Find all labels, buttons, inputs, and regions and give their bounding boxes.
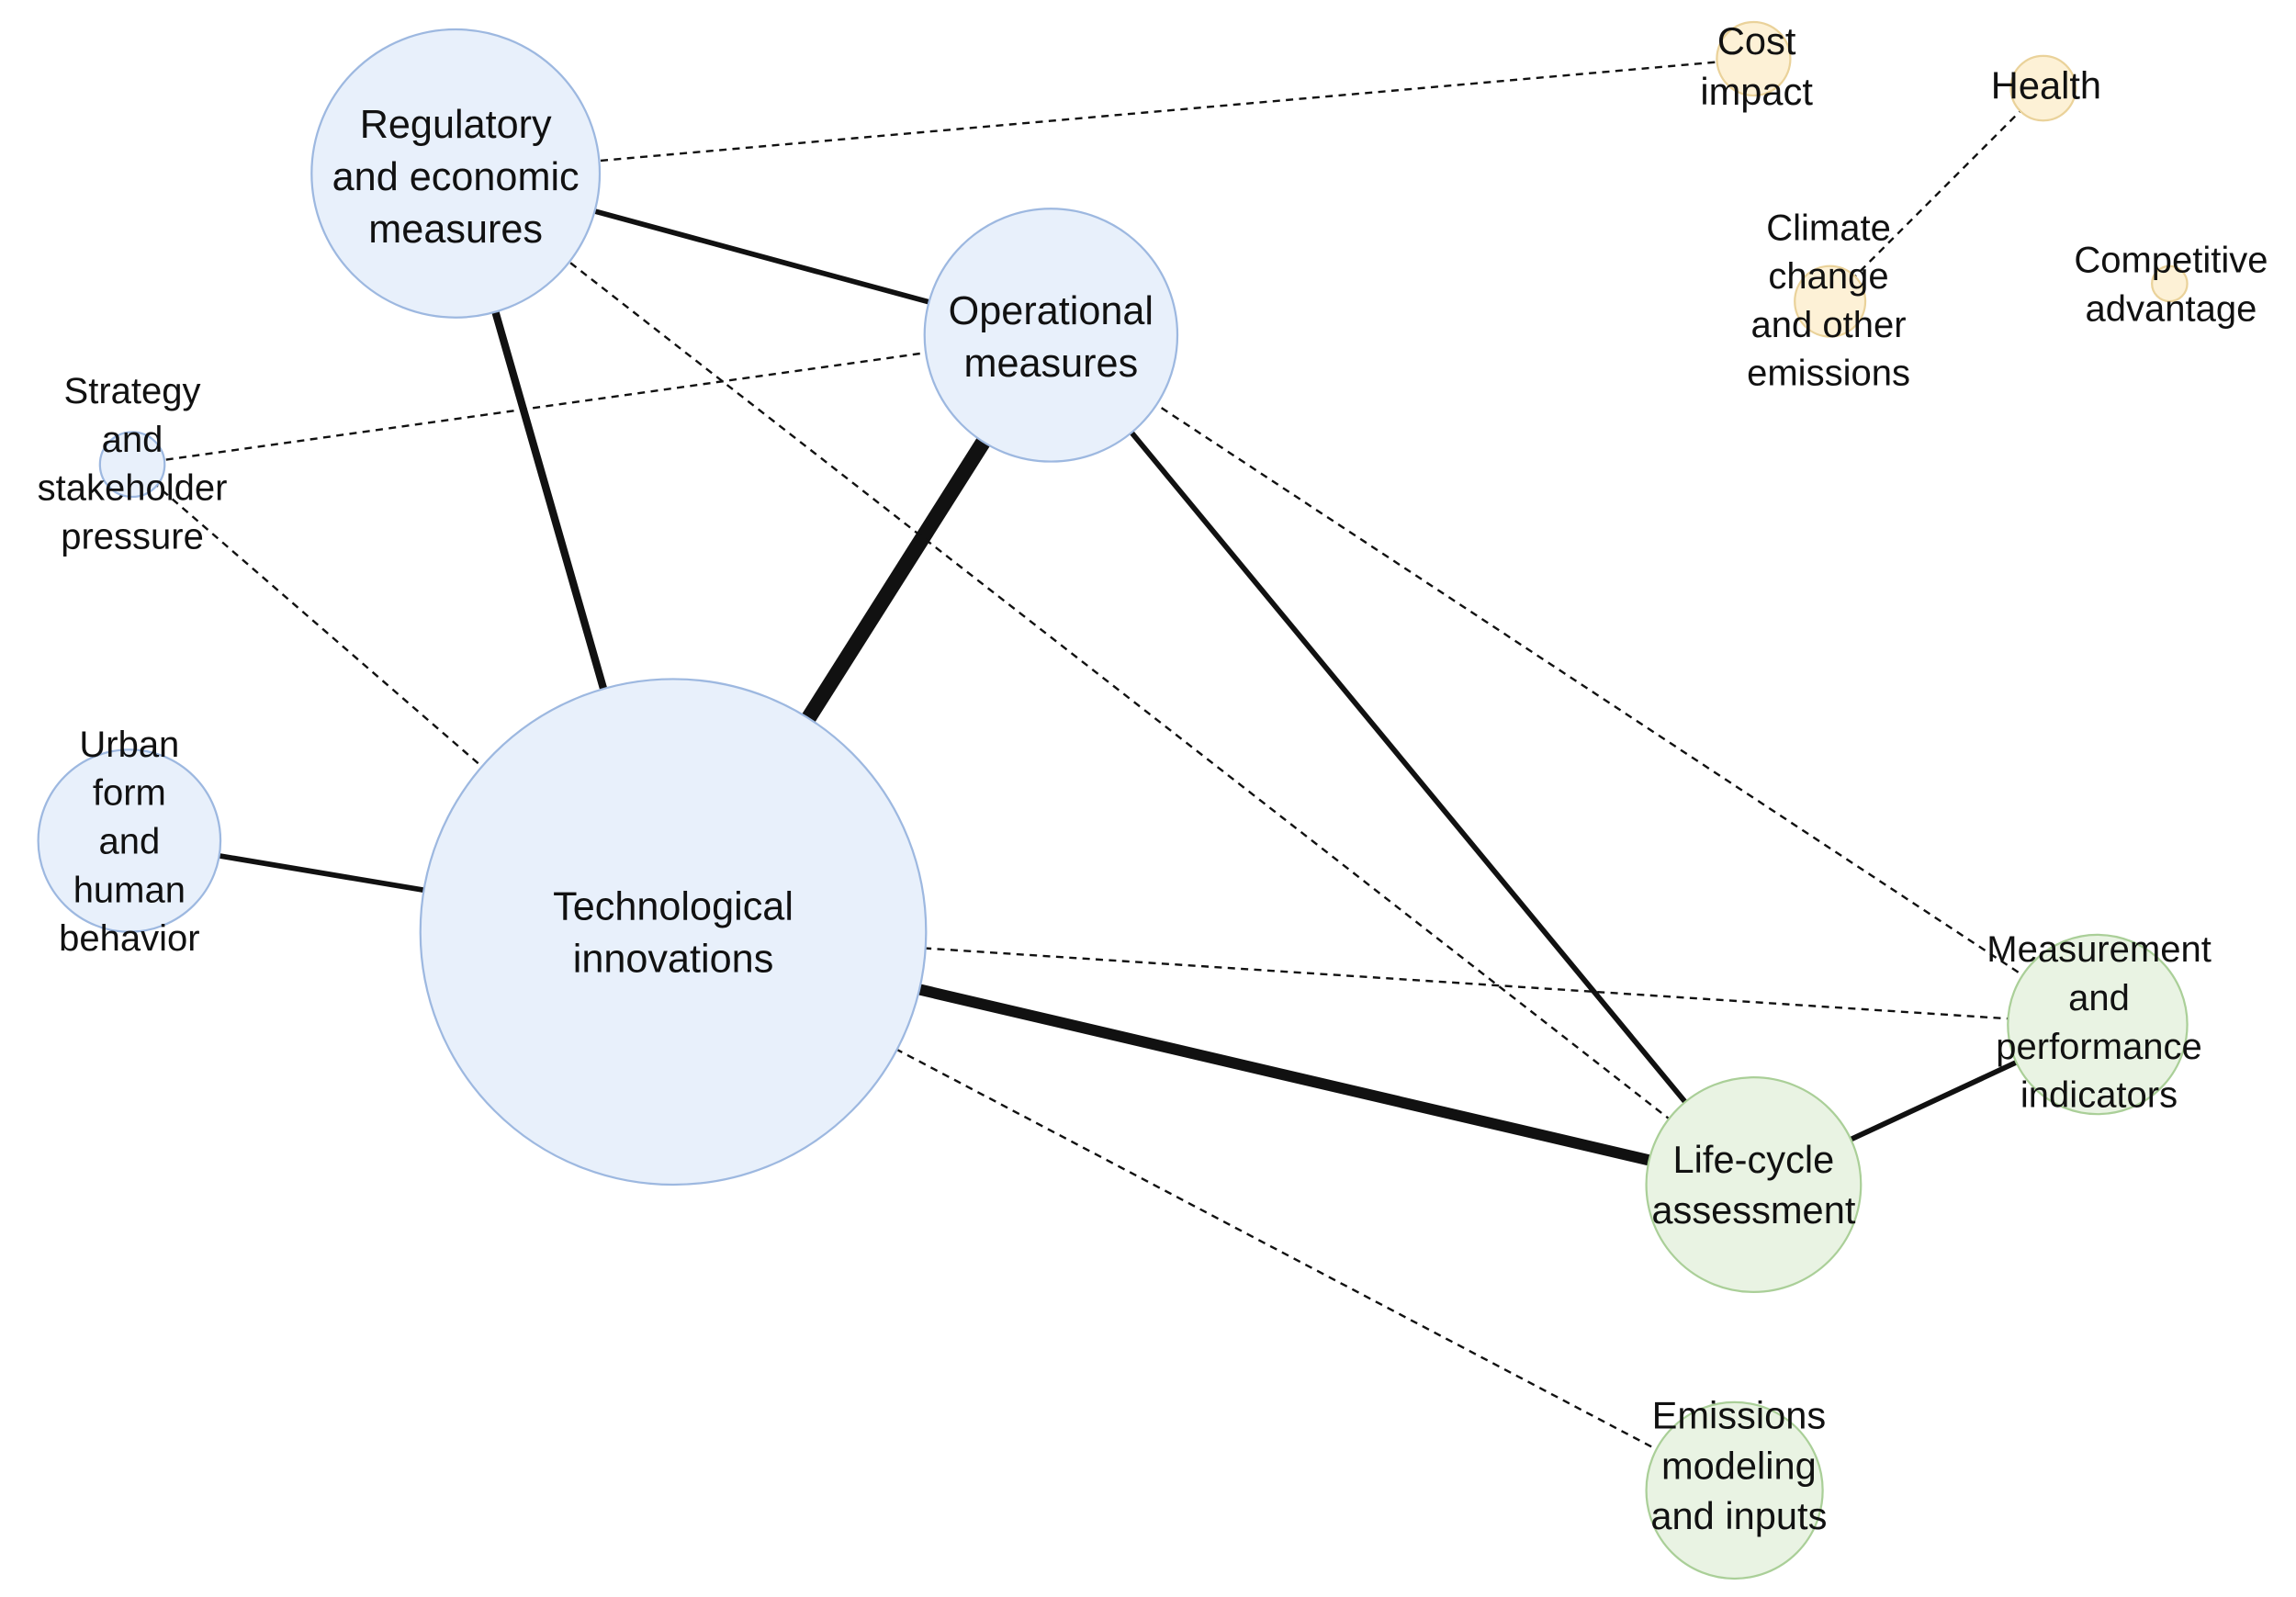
node-label-line: Regulatory	[360, 103, 552, 147]
node-label-line: Strategy	[64, 371, 201, 411]
node-competitive-circle	[2151, 264, 2189, 303]
node-label-line: indicators	[2020, 1075, 2178, 1116]
node-label-line: modeling	[1661, 1444, 1817, 1487]
node-label-line: impact	[1700, 70, 1813, 113]
node-label-line: Emissions	[1652, 1393, 1827, 1436]
node-label-line: Health	[1991, 63, 2101, 107]
node-technological-label: Technological innovations	[553, 884, 793, 981]
node-label-line: Cost	[1717, 19, 1796, 62]
node-operational-label: Operational measures	[949, 289, 1154, 386]
node-label-line: behavior	[59, 918, 199, 959]
node-label-line: Technological	[553, 884, 793, 928]
node-label-line: emissions	[1747, 354, 1910, 394]
node-lca-label: Life-cycle assessment	[1651, 1138, 1855, 1231]
node-cost-circle	[1716, 20, 1792, 97]
node-cost-label: Cost impact	[1700, 19, 1813, 113]
node-health-label: Health	[1991, 63, 2101, 107]
edge-health-climate	[1829, 87, 2044, 302]
node-label-line: measures	[964, 342, 1139, 386]
node-label-line: form	[93, 773, 166, 814]
edge-regulatory-cost	[456, 57, 1754, 175]
node-label-line: human	[73, 870, 186, 910]
edge-operational-strategy	[131, 333, 1052, 466]
node-label-line: innovations	[573, 937, 774, 981]
node-label-line: Life-cycle	[1673, 1138, 1835, 1181]
node-emissions-modeling-label: Emissions modeling and inputs	[1650, 1393, 1827, 1537]
edge-operational-lca	[1049, 333, 1756, 1187]
nodes-layer	[37, 20, 2189, 1580]
node-label-line: Urban	[79, 725, 179, 765]
node-label-line: and	[2068, 978, 2130, 1018]
node-measurement-label: Measurement and performance indicators	[1986, 929, 2212, 1115]
edge-operational-measurement	[1050, 333, 2099, 1026]
node-label-line: Operational	[949, 289, 1154, 333]
node-climate-label: Climate change and other emissions	[1747, 208, 1910, 393]
node-lca-circle	[1645, 1076, 1863, 1293]
node-measurement-circle	[2007, 933, 2189, 1116]
node-label-line: assessment	[1651, 1188, 1855, 1231]
edge-regulatory-lca	[455, 172, 1755, 1186]
node-competitive-label: Competitive advantage	[2074, 240, 2268, 329]
node-label-line: performance	[1996, 1027, 2202, 1067]
node-operational-circle	[923, 208, 1179, 463]
node-label-line: change	[1768, 256, 1888, 297]
node-regulatory-label: Regulatory and economic measures	[332, 103, 580, 252]
node-technological-circle	[419, 678, 928, 1187]
node-label-line: and economic	[332, 155, 580, 199]
node-emissions-modeling-circle	[1645, 1400, 1824, 1580]
node-strategy-circle	[98, 431, 166, 499]
node-label-line: Measurement	[1986, 929, 2212, 970]
node-label-line: Climate	[1766, 208, 1891, 248]
node-strategy-label: Strategy and stakeholder pressure	[38, 371, 228, 557]
node-health-circle	[2009, 54, 2077, 122]
node-climate-circle	[1794, 264, 1867, 338]
node-label-line: and other	[1751, 305, 1907, 345]
node-label-line: measures	[368, 208, 543, 252]
node-label-line: stakeholder	[38, 468, 228, 509]
node-label-line: and	[98, 821, 160, 861]
node-label-line: advantage	[2086, 288, 2257, 329]
node-urban-circle	[37, 748, 222, 933]
node-label-line: pressure	[61, 516, 204, 557]
node-regulatory-circle	[310, 28, 602, 319]
node-label-line: and	[102, 420, 163, 460]
node-label-line: and inputs	[1650, 1494, 1827, 1537]
node-label-line: Competitive	[2074, 240, 2268, 280]
node-urban-label: Urban form and human behavior	[59, 725, 199, 959]
